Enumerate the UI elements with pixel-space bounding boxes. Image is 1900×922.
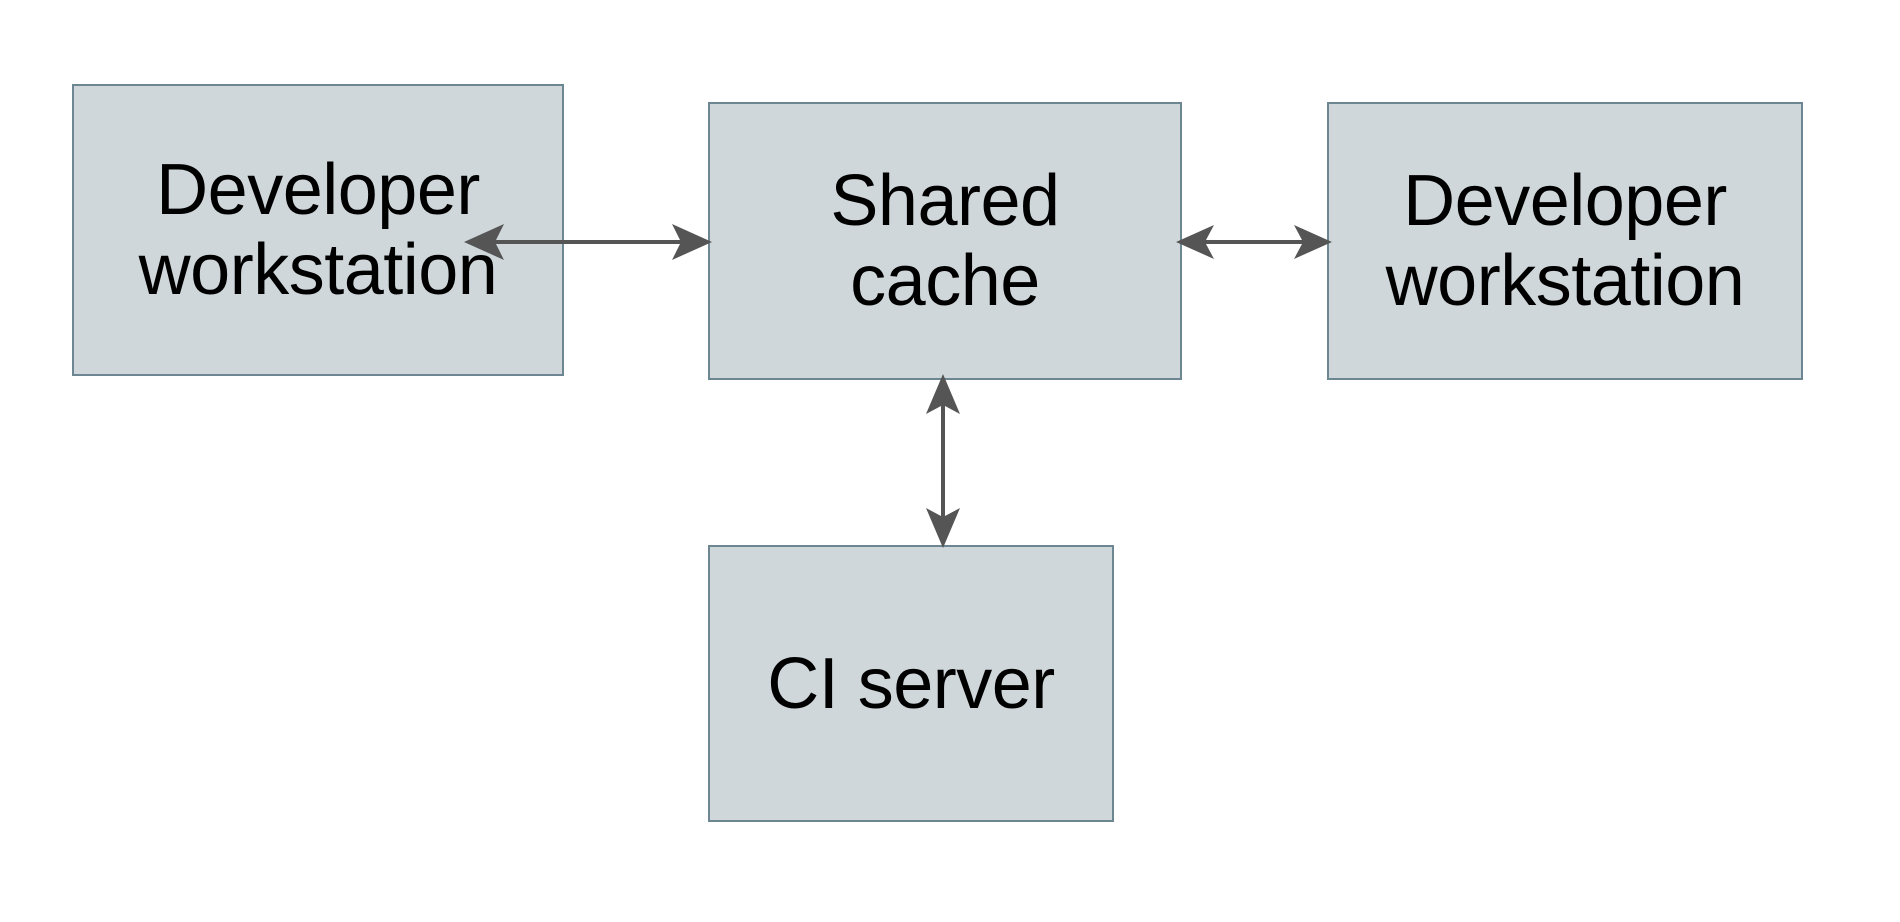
node-label: Shared cache [830, 161, 1060, 321]
connector-bottom-double-arrow-icon [917, 370, 969, 552]
node-ci-server[interactable]: CI server [708, 545, 1114, 822]
node-label: CI server [767, 643, 1055, 724]
node-label: Developer workstation [138, 150, 498, 310]
node-developer-workstation-left[interactable]: Developer workstation [72, 84, 564, 376]
node-label: Developer workstation [1385, 161, 1745, 321]
node-developer-workstation-right[interactable]: Developer workstation [1327, 102, 1803, 380]
node-shared-cache[interactable]: Shared cache [708, 102, 1182, 380]
connector-right-double-arrow-icon [1172, 216, 1336, 268]
